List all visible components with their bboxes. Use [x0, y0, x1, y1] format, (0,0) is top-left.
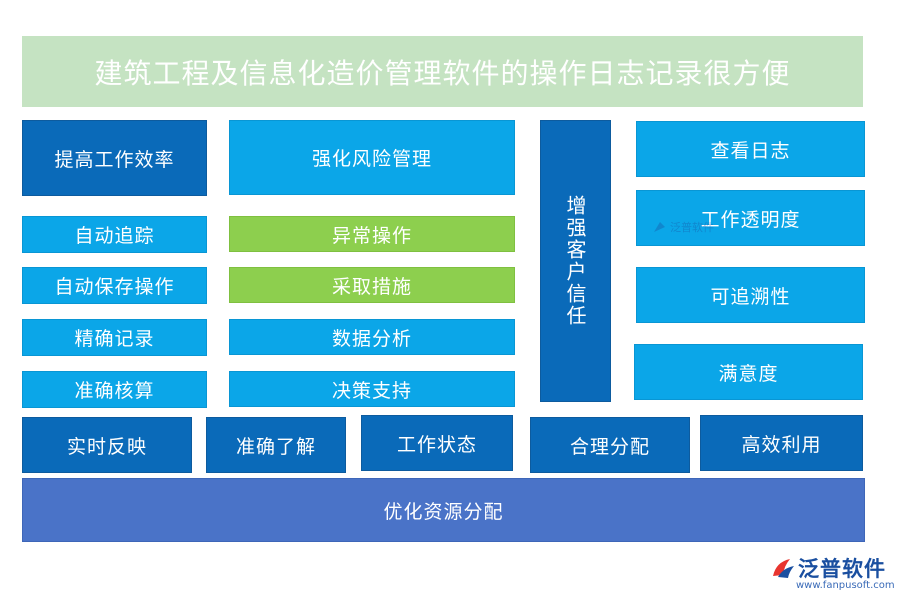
box-optimize-allocation: 优化资源分配 [22, 478, 865, 542]
logo-url: www.fanpusoft.com [796, 580, 895, 591]
logo-icon [773, 559, 794, 578]
box-precise-record: 精确记录 [22, 319, 207, 356]
box-customer-trust: 增强客户信任 [540, 120, 611, 402]
svg-text:泛普软件: 泛普软件 [670, 220, 714, 234]
logo-name: 泛普软件 [798, 557, 886, 581]
box-satisfaction: 满意度 [634, 344, 863, 400]
box-reasonable-allocation: 合理分配 [530, 417, 690, 473]
box-traceability: 可追溯性 [636, 267, 865, 323]
box-transparency: 工作透明度 [636, 190, 865, 246]
watermark-logo: 泛普软件 [654, 220, 714, 234]
box-abnormal-operation: 异常操作 [229, 216, 515, 252]
box-risk-management: 强化风险管理 [229, 120, 515, 195]
box-auto-save: 自动保存操作 [22, 267, 207, 304]
diagram-title: 建筑工程及信息化造价管理软件的操作日志记录很方便 [22, 36, 863, 107]
brand-logo: 泛普软件 www.fanpusoft.com [770, 553, 895, 595]
box-work-status: 工作状态 [361, 415, 513, 471]
box-accurate-accounting: 准确核算 [22, 371, 207, 408]
box-efficient-use: 高效利用 [700, 415, 863, 471]
box-improve-efficiency: 提高工作效率 [22, 120, 207, 196]
box-accurate-understanding: 准确了解 [206, 417, 346, 473]
box-view-log: 查看日志 [636, 121, 865, 177]
box-auto-tracking: 自动追踪 [22, 216, 207, 253]
box-realtime-feedback: 实时反映 [22, 417, 192, 473]
box-data-analysis: 数据分析 [229, 319, 515, 355]
box-decision-support: 决策支持 [229, 371, 515, 407]
box-take-measures: 采取措施 [229, 267, 515, 303]
